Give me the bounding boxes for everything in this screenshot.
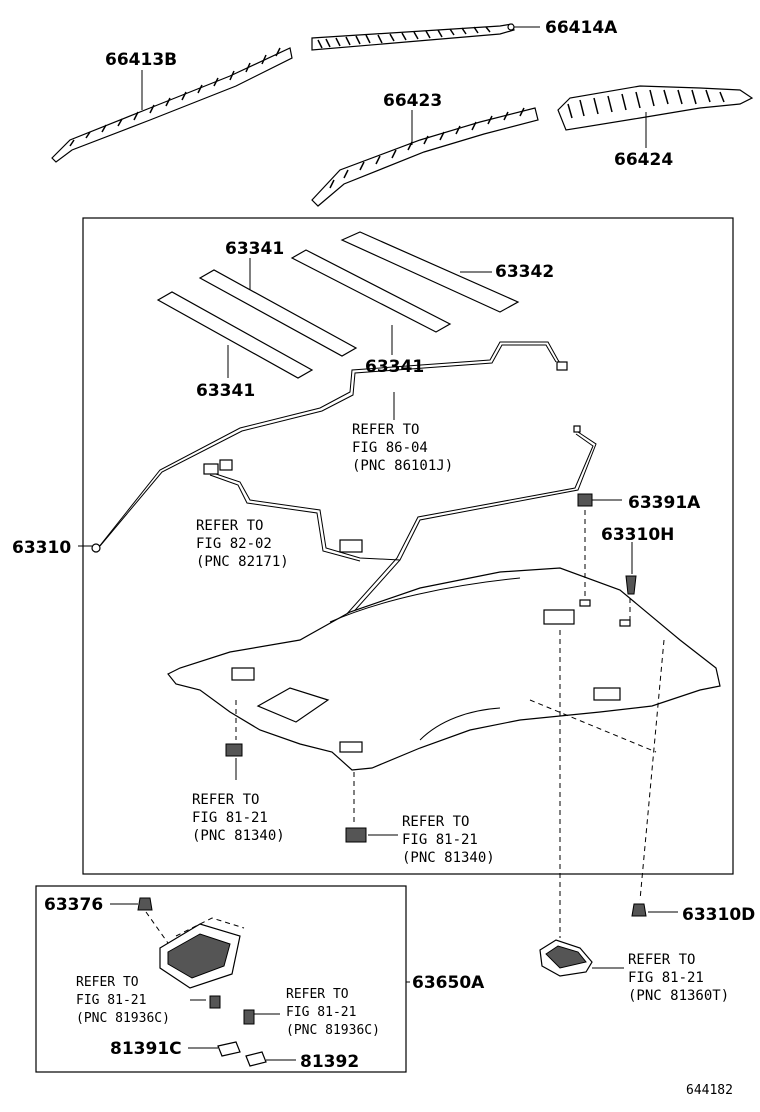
sound-pads bbox=[156, 231, 520, 379]
clip-63310D bbox=[631, 903, 647, 917]
ref3-line3: (PNC 81340) bbox=[192, 828, 285, 844]
label-63310: 63310 bbox=[12, 538, 71, 558]
label-63650A: 63650A bbox=[412, 973, 485, 993]
clip-63391A bbox=[577, 493, 622, 507]
label-81392: 81392 bbox=[300, 1052, 359, 1072]
ref6-line1: REFER TO bbox=[286, 987, 349, 1002]
label-81391C: 81391C bbox=[110, 1039, 182, 1059]
ref5-line3: (PNC 81936C) bbox=[76, 1011, 170, 1026]
headliner-body bbox=[167, 567, 721, 771]
ref6-line2: FIG 81-21 bbox=[286, 1005, 356, 1020]
clip-63310H bbox=[625, 542, 637, 595]
ref3-line1: REFER TO bbox=[192, 792, 259, 808]
ref2-line1: REFER TO bbox=[196, 518, 263, 534]
ref3-line2: FIG 81-21 bbox=[192, 810, 268, 826]
label-66414A: 66414A bbox=[545, 18, 618, 38]
ref4-line3: (PNC 81340) bbox=[402, 850, 495, 866]
ref7-line1: REFER TO bbox=[628, 952, 695, 968]
guide-line-63310D bbox=[639, 639, 665, 901]
label-66424: 66424 bbox=[614, 150, 673, 170]
wire-harness bbox=[91, 341, 597, 680]
ref1-line1: REFER TO bbox=[352, 422, 419, 438]
lamp-81340-center bbox=[345, 827, 367, 843]
ref5-line2: FIG 81-21 bbox=[76, 993, 146, 1008]
ref2-line2: FIG 82-02 bbox=[196, 536, 272, 552]
overhead-console bbox=[159, 917, 245, 989]
label-63310D: 63310D bbox=[682, 905, 755, 925]
ref4-line1: REFER TO bbox=[402, 814, 469, 830]
ref7-line3: (PNC 81360T) bbox=[628, 988, 729, 1004]
ref2-line3: (PNC 82171) bbox=[196, 554, 289, 570]
part-66413B-strip bbox=[51, 47, 293, 163]
part-66414A-strip bbox=[311, 23, 515, 51]
console-assembly-frame bbox=[35, 885, 407, 1073]
label-63391A: 63391A bbox=[628, 493, 701, 513]
ref5-line1: REFER TO bbox=[76, 975, 139, 990]
ref1-line2: FIG 86-04 bbox=[352, 440, 428, 456]
label-66413B: 66413B bbox=[105, 50, 177, 70]
label-63341-top: 63341 bbox=[225, 239, 284, 259]
ref4-line2: FIG 81-21 bbox=[402, 832, 478, 848]
lamp-81340-left bbox=[225, 743, 243, 757]
label-63341-bottom: 63341 bbox=[196, 381, 255, 401]
part-81392 bbox=[245, 1051, 267, 1067]
part-66423-strip bbox=[311, 107, 539, 207]
label-63342: 63342 bbox=[495, 262, 554, 282]
map-lamp-81360T bbox=[539, 939, 593, 977]
label-63310H: 63310H bbox=[601, 525, 674, 545]
clip-63376 bbox=[137, 897, 153, 911]
part-81391C bbox=[217, 1041, 241, 1057]
ref6-line3: (PNC 81936C) bbox=[286, 1023, 380, 1038]
ref7-line2: FIG 81-21 bbox=[628, 970, 704, 986]
label-66423: 66423 bbox=[383, 91, 442, 111]
figure-number: 644182 bbox=[686, 1083, 733, 1098]
label-63376: 63376 bbox=[44, 895, 103, 915]
part-66424-strip bbox=[557, 85, 754, 131]
ref1-line3: (PNC 86101J) bbox=[352, 458, 453, 474]
guide-line-diagonal bbox=[529, 699, 657, 753]
